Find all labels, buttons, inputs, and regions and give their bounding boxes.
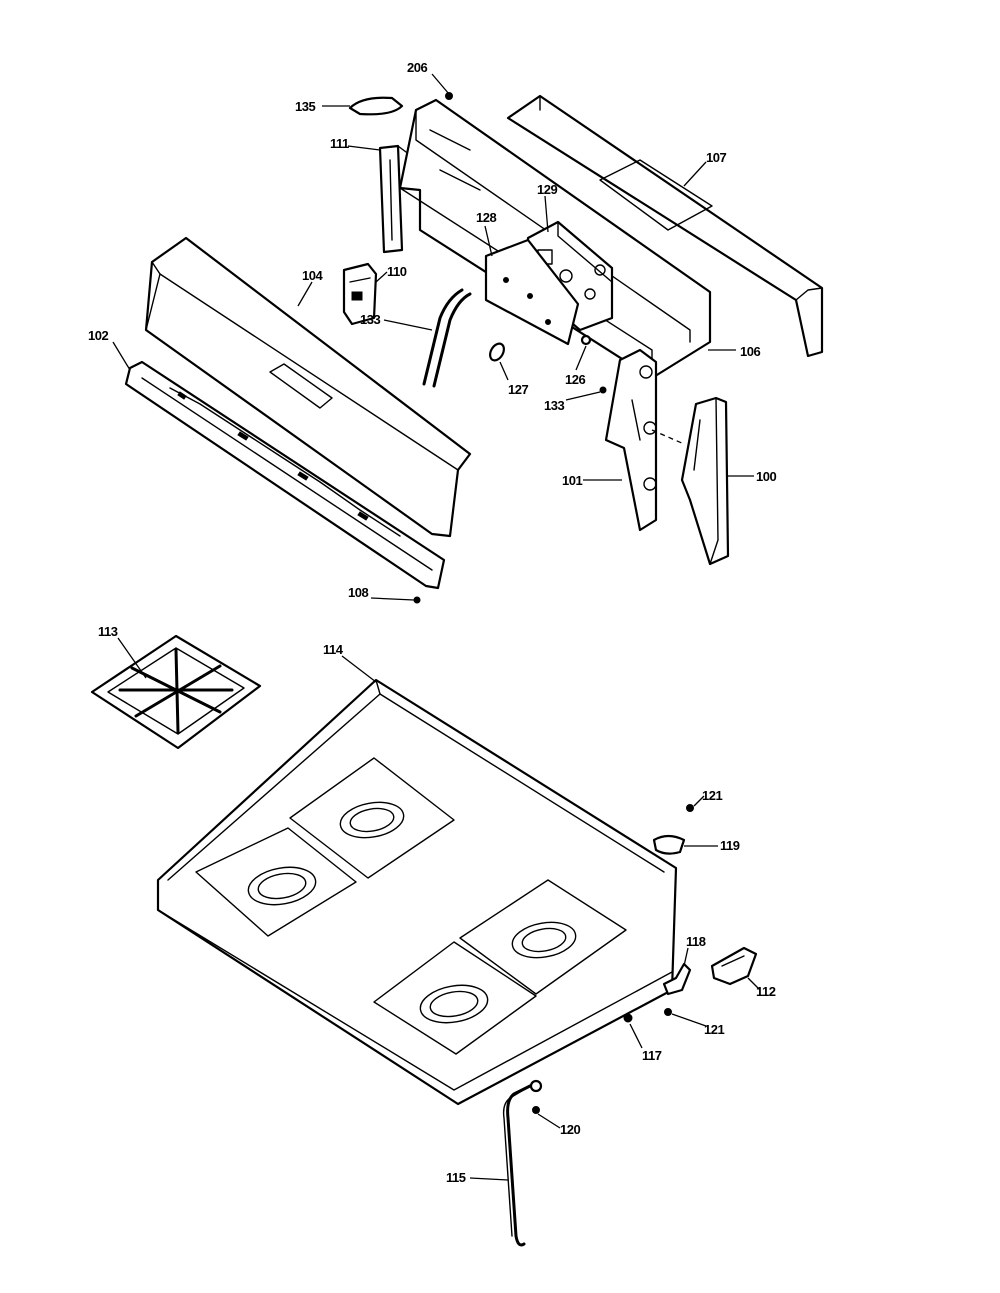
part-206-screw	[445, 92, 453, 100]
part-104-manifold-panel	[144, 236, 472, 538]
part-111-bracket	[378, 144, 407, 254]
part-113-grate	[90, 634, 262, 750]
callout-115: 115	[446, 1170, 466, 1185]
part-127-knob	[489, 342, 505, 362]
callout-101: 101	[562, 473, 582, 488]
part-112-knob-clip	[710, 946, 758, 986]
callout-206: 206	[407, 60, 427, 75]
callout-labels: 206 135 111 107 129 128 104 110 102 133 …	[88, 60, 777, 1185]
callout-135: 135	[295, 99, 315, 114]
callout-133-a: 133	[360, 312, 380, 327]
part-100-end-panel	[680, 396, 730, 566]
callout-117: 117	[642, 1048, 662, 1063]
callout-107: 107	[706, 150, 726, 165]
callout-129: 129	[537, 182, 557, 197]
callout-121-a: 121	[702, 788, 722, 803]
callout-128: 128	[476, 210, 496, 225]
part-133-screw	[599, 386, 607, 394]
callout-106: 106	[740, 344, 760, 359]
part-133-tube	[422, 288, 472, 388]
callout-108: 108	[348, 585, 368, 600]
part-114-cooktop	[156, 678, 678, 1106]
part-110-switch	[342, 262, 378, 326]
part-135-cap	[348, 96, 404, 116]
part-126-screw	[580, 334, 592, 346]
callout-118: 118	[686, 934, 706, 949]
callout-119: 119	[720, 838, 740, 853]
callout-126: 126	[565, 372, 585, 387]
callout-104: 104	[302, 268, 323, 283]
callout-120: 120	[560, 1122, 580, 1137]
part-120-screw	[532, 1106, 540, 1114]
callout-113: 113	[98, 624, 118, 639]
part-128-plate	[484, 238, 580, 346]
callout-100: 100	[756, 469, 776, 484]
callout-133-b: 133	[544, 398, 564, 413]
leader-lines	[112, 73, 761, 1181]
part-121-screw-lower	[664, 1008, 672, 1016]
callout-127: 127	[508, 382, 528, 397]
part-102-lower-trim	[124, 360, 446, 590]
part-119-clip	[652, 834, 686, 855]
callout-114: 114	[323, 642, 344, 657]
callout-112: 112	[756, 984, 776, 999]
part-118-bracket	[662, 962, 692, 996]
part-107-rear-trim	[506, 94, 824, 358]
part-108-screw	[413, 596, 421, 604]
part-117-plug	[623, 1013, 633, 1023]
part-121-screw-upper	[686, 804, 694, 812]
callout-102: 102	[88, 328, 108, 343]
part-101-end-bracket	[604, 348, 685, 532]
callout-111: 111	[330, 136, 349, 151]
callout-121-b: 121	[704, 1022, 724, 1037]
part-115-rod	[502, 1079, 543, 1247]
callout-110: 110	[387, 264, 407, 279]
